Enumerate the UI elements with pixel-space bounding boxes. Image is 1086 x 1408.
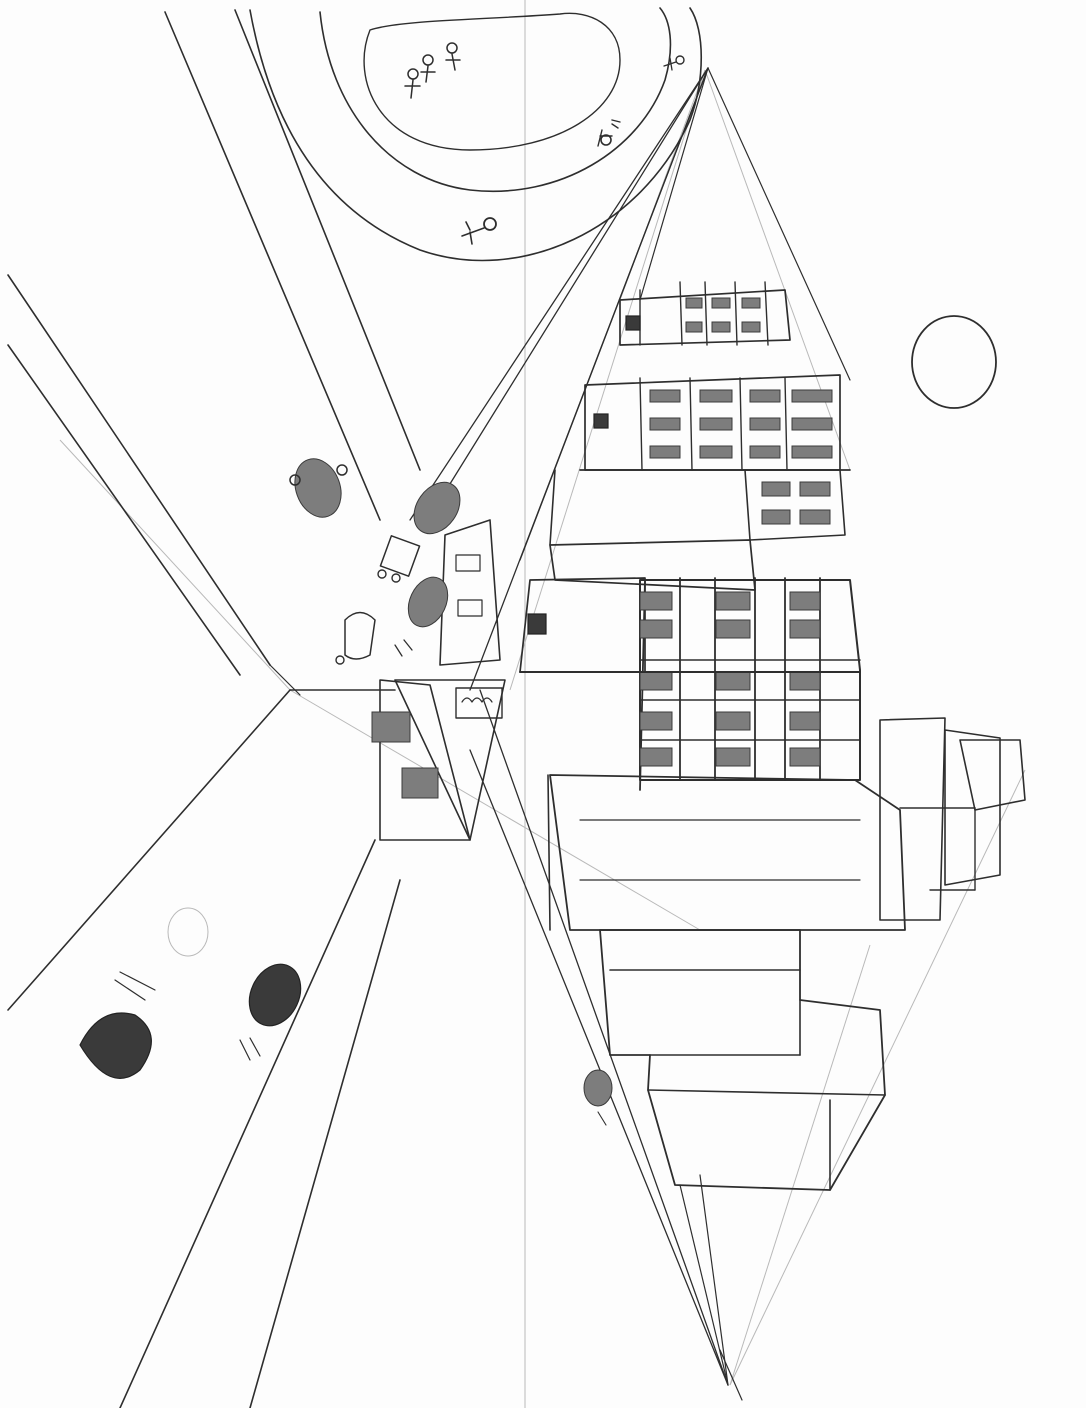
park-figures [404,42,685,245]
runner-icon [597,119,621,147]
figure-icon [404,68,421,99]
building-bottom [599,929,886,1191]
truck-icon [377,535,421,583]
car-icon [79,971,156,1079]
construction-lines [59,0,1026,1408]
building-main-grid [519,577,861,791]
building-far-top [619,281,791,346]
vehicles [79,458,613,1126]
runner-icon [663,55,685,71]
car-icon [167,907,209,957]
runner-icon [461,217,497,245]
car-icon [335,611,376,665]
figure-icon [445,42,461,71]
car-icon [394,576,449,657]
perspective-rays [409,67,851,1401]
car-icon [289,458,348,518]
car-icon [239,963,302,1061]
figure-icon [420,54,436,83]
building-upper-middle [549,374,851,546]
car-icon [413,481,461,535]
corner-buildings [371,519,506,841]
building-lower-stepped [547,717,1026,931]
car-icon [583,1069,613,1126]
road-network [7,9,421,1408]
sun-icon [911,315,997,409]
park-track [249,7,702,262]
